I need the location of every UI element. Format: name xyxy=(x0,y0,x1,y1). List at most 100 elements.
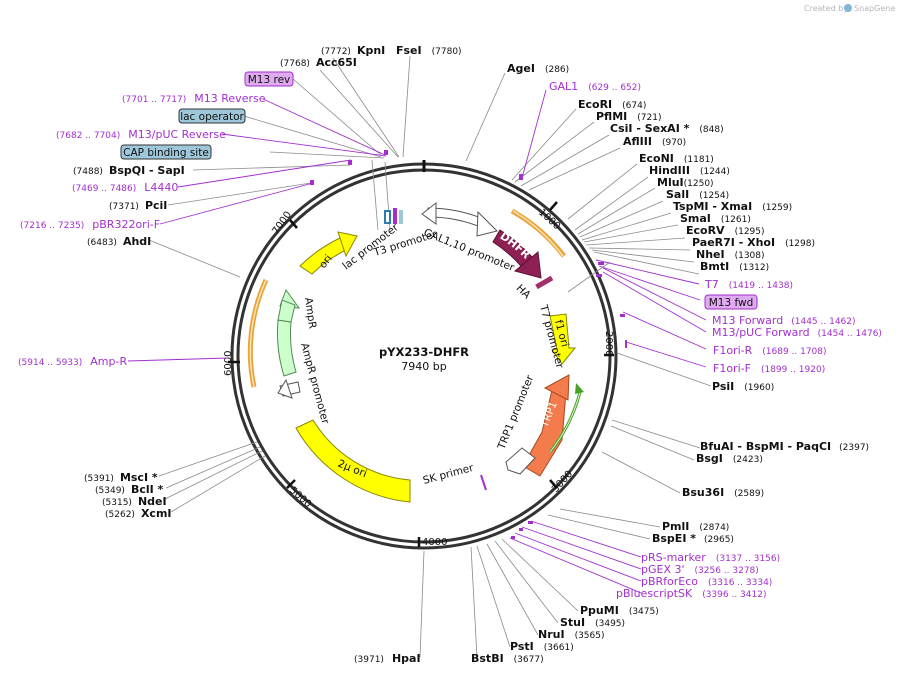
dhfr-arrow xyxy=(492,229,542,279)
primer-mark xyxy=(598,262,604,265)
site-label-hindiii: HindIII(1244) xyxy=(649,164,730,177)
primer-mark xyxy=(384,150,388,155)
ori-arrow xyxy=(299,231,358,275)
primer-label-l4440: (7469 .. 7486)L4440 xyxy=(72,181,178,194)
primer-marks xyxy=(310,150,627,539)
site-label-bstbi: BstBI(3677) xyxy=(471,652,544,665)
tick-label-7000: 7000 xyxy=(270,210,294,237)
sk-primer-label: SK primer xyxy=(422,462,476,487)
site-label-ahdi: (6483)AhdI xyxy=(87,235,151,248)
tick-label-2000: 2000 xyxy=(603,331,614,356)
tick-label-4000: 4000 xyxy=(422,537,447,548)
site-label-bcli: (5349)BclI * xyxy=(95,483,164,496)
primer-leader-lines xyxy=(127,89,707,594)
primer-label-pbluescriptsk: pBluescriptSK(3396 .. 3412) xyxy=(616,587,766,600)
site-label-psii: PsiI(1960) xyxy=(712,380,774,393)
primer-label-m13puc-forward: M13/pUC Forward(1454 .. 1476) xyxy=(712,326,882,339)
watermark-brand: SnapGene xyxy=(854,4,895,13)
site-label-psti: PstI(3661) xyxy=(510,640,574,653)
site-label-sali: SalI(1254) xyxy=(666,188,729,201)
primer-label-f1ori-f: F1ori-F(1899 .. 1920) xyxy=(713,362,825,375)
site-label-pflmi: PflMI(721) xyxy=(596,110,661,123)
site-label-ppumi: PpuMI(3475) xyxy=(580,604,659,617)
site-label-xcmi: (5262)XcmI xyxy=(105,507,172,520)
primer-label-gal1: GAL1(629 .. 652) xyxy=(549,80,641,93)
site-label-bfuai: BfuAI - BspMI - PaqCI(2397) xyxy=(700,440,869,453)
primer-mark xyxy=(348,160,352,165)
ampr-promoter-label: AmpR promoter xyxy=(298,342,331,426)
site-label-tspmi: TspMI - XmaI(1259) xyxy=(673,200,792,213)
site-label-pcii: (7371)PciI xyxy=(109,199,167,212)
ampr-label: AmpR xyxy=(302,297,318,330)
primer-mark xyxy=(625,340,627,348)
tick-mark xyxy=(549,201,558,211)
sk-primer-mark xyxy=(480,474,487,491)
site-label-mlui: MluI(1250) xyxy=(657,176,714,189)
primer-label-m13-forward: M13 Forward(1445 .. 1462) xyxy=(712,314,856,327)
trp1-promoter-label: TRP1 promoter xyxy=(495,373,536,452)
primer-label-t7: T7(1419 .. 1438) xyxy=(704,278,793,291)
site-label-ecori: EcoRI(674) xyxy=(578,98,646,111)
site-label-pmli: PmlI(2874) xyxy=(662,520,729,533)
site-label-ecorv: EcoRV(1295) xyxy=(686,224,765,237)
tick-label-5000: 5000 xyxy=(287,485,313,510)
plasmid-length: 7940 bp xyxy=(401,360,446,373)
ha-label: HA xyxy=(514,282,534,302)
tick-mark xyxy=(286,479,296,489)
site-label-msci: (5391)MscI * xyxy=(84,471,158,484)
site-label-econi: EcoNI(1181) xyxy=(639,152,714,165)
watermark-prefix: Created by xyxy=(804,4,848,13)
site-labels-right: (7772)KpnI (7768)Acc65I FseI(7780) AgeI(… xyxy=(280,44,869,665)
ha-tag xyxy=(535,275,554,290)
site-label-nhei: NheI(1308) xyxy=(696,248,765,261)
primer-mark xyxy=(511,536,515,539)
gal110-promoter-arrow xyxy=(421,201,498,237)
site-label-bspei: BspEI *(2965) xyxy=(652,532,734,545)
trp1-promoter-arrow xyxy=(505,447,536,475)
primer-label-pbrforeco: pBRforEco(3316 .. 3334) xyxy=(641,575,772,588)
ampr-arrow xyxy=(277,288,301,377)
boxed-label-lac-operator: lac operator xyxy=(178,108,246,124)
site-label-hpai: (3971)HpaI xyxy=(354,652,421,665)
site-label-fsei: FseI(7780) xyxy=(396,44,462,57)
svg-text:M13 rev: M13 rev xyxy=(248,74,291,86)
site-label-aflii: AflIII(970) xyxy=(623,135,686,148)
primer-labels-right: GAL1(629 .. 652) T7(1419 .. 1438) M13 Fo… xyxy=(549,80,882,600)
primer-mark xyxy=(310,180,314,185)
lac-cluster xyxy=(384,208,403,224)
trp1-green-primer xyxy=(548,383,584,453)
site-label-kpni: (7772)KpnI xyxy=(321,44,385,57)
site-label-nrui: NruI(3565) xyxy=(538,628,605,641)
tick-label-3000: 3000 xyxy=(550,469,575,495)
primer-label-m13puc-reverse: (7682 .. 7704)M13/pUC Reverse xyxy=(56,128,226,141)
tick-mark xyxy=(289,219,298,229)
site-label-bsgi: BsgI(2423) xyxy=(696,452,763,465)
primer-label-prs-marker: pRS-marker(3137 .. 3156) xyxy=(641,551,780,564)
primer-label-f1ori-r: F1ori-R(1689 .. 1708) xyxy=(713,344,827,357)
ampr-primer-arc xyxy=(247,278,269,388)
site-label-bsu36i: Bsu36I(2589) xyxy=(682,486,764,499)
trp1-arrow xyxy=(522,374,570,477)
svg-text:CAP binding site: CAP binding site xyxy=(123,147,209,159)
tick-label-6000: 6000 xyxy=(223,351,234,376)
site-label-stui: StuI(3495) xyxy=(560,616,625,629)
site-label-csii: CsiI - SexAI *(848) xyxy=(610,122,724,135)
site-label-smai: SmaI(1261) xyxy=(680,212,751,225)
primer-mark xyxy=(519,528,523,531)
ampr-promoter-arrow xyxy=(277,378,301,399)
site-label-paer7i: PaeR7I - XhoI(1298) xyxy=(692,236,815,249)
primer-mark xyxy=(519,174,523,180)
svg-text:M13 fwd: M13 fwd xyxy=(709,297,754,309)
boxed-label-m13fwd: M13 fwd xyxy=(704,294,758,310)
primer-labels-left: (7701 .. 7717)M13 Reverse (7682 .. 7704)… xyxy=(18,92,266,368)
boxed-label-m13rev: M13 rev xyxy=(244,71,294,87)
primer-label-pbr322ori-f: (7216 .. 7235)pBR322ori-F xyxy=(20,218,160,231)
primer-label-amp-r: (5914 .. 5933)Amp-R xyxy=(18,355,127,368)
boxed-label-cap-binding-site: CAP binding site xyxy=(120,144,212,160)
primer-mark xyxy=(596,274,602,277)
site-label-agei: AgeI(286) xyxy=(507,62,569,75)
site-label-bspqi: (7488)BspQI - SapI xyxy=(73,164,185,177)
f1-ori-arrow xyxy=(549,313,577,365)
primer-label-pgex3: pGEX 3'(3256 .. 3278) xyxy=(641,563,759,576)
